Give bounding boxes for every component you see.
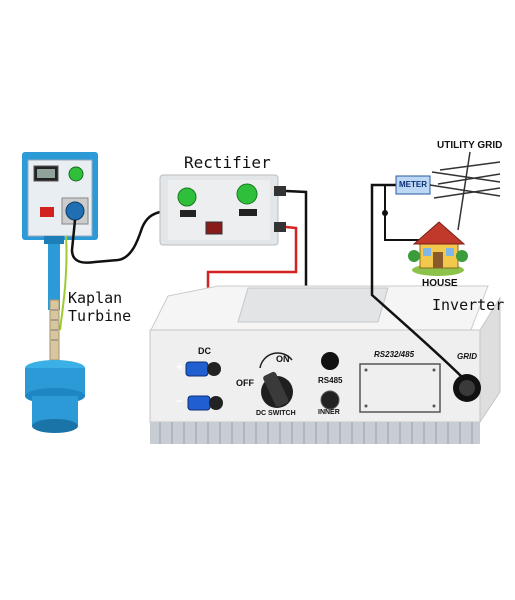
utility-pole-icon xyxy=(429,151,501,231)
dc-label: DC xyxy=(198,346,211,356)
dc-minus-connector-icon xyxy=(187,395,211,411)
house-branch-wire xyxy=(384,186,420,241)
rs232-485-label: RS232/485 xyxy=(374,350,415,359)
grid-port-label: GRID xyxy=(457,352,477,361)
red-indicator-icon xyxy=(40,207,54,217)
meter-label: METER xyxy=(399,180,427,189)
rectifier-green-button-icon xyxy=(177,187,197,207)
inner-label: INNER xyxy=(318,409,340,416)
rectifier-label: Rectifier xyxy=(184,153,271,172)
rectifier-box xyxy=(159,174,286,246)
dc-plus-label: + xyxy=(176,360,184,374)
house-label: HOUSE xyxy=(422,278,458,289)
socket-icon xyxy=(65,201,85,221)
dc-plus-connector-icon xyxy=(185,361,209,377)
dc-switch-label: DC SWITCH xyxy=(256,410,296,417)
turbine-label: Turbine xyxy=(68,307,132,325)
switch-off-label: OFF xyxy=(236,378,254,388)
inverter-body xyxy=(149,285,501,444)
dc-minus-label: − xyxy=(176,394,184,408)
rectifier-green-button-icon-2 xyxy=(236,183,258,205)
turbine-control-box xyxy=(22,152,98,433)
turbine-to-rectifier-cable xyxy=(70,210,161,264)
switch-on-label: ON xyxy=(276,354,290,364)
inner-port-icon xyxy=(320,390,340,410)
rs485-label: RS485 xyxy=(318,376,343,385)
utility-grid-label: UTILITY GRID xyxy=(437,140,503,151)
inverter-to-grid-cable xyxy=(370,183,464,379)
rs232-cover-plate xyxy=(359,363,441,413)
house-icon xyxy=(408,221,468,276)
inverter-label: Inverter xyxy=(432,296,505,314)
green-button-icon xyxy=(68,166,84,182)
rectifier-red-indicator-icon xyxy=(205,221,223,235)
rs485-port-icon xyxy=(321,352,339,370)
kaplan-label: Kaplan xyxy=(68,289,123,307)
